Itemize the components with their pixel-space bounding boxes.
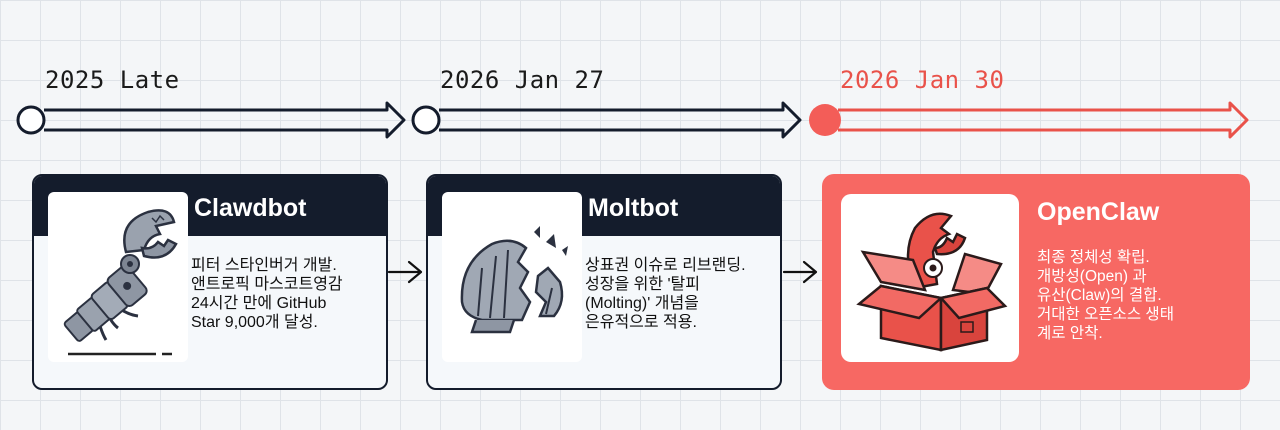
stage-description: 최종 정체성 확립. 개방성(Open) 과 유산(Claw)의 결합. 거대한…: [1037, 249, 1174, 342]
timeline-arrow-3: [838, 101, 1249, 139]
open-box-claw-icon: [841, 194, 1019, 362]
stage-title: Moltbot: [588, 194, 679, 222]
timeline-node-3-active: [809, 104, 841, 136]
robot-claw-icon: [48, 192, 188, 362]
broken-shell-icon: [442, 192, 582, 362]
stage-title: OpenClaw: [1037, 198, 1160, 226]
timeline-arrow-2: [439, 101, 802, 139]
date-label-2025-late: 2025 Late: [45, 66, 180, 94]
timeline-arrow-1: [44, 101, 406, 139]
stage-title: Clawdbot: [194, 194, 307, 222]
stage-card-clawdbot: Clawdbot 피터 스타인버거 개발. 앤트로픽 마스코트영감 24시간 만…: [32, 174, 388, 390]
timeline: [16, 101, 1249, 139]
timeline-node-2: [411, 105, 441, 135]
date-label-2026-jan-30: 2026 Jan 30: [840, 66, 1005, 94]
stage-card-openclaw: OpenClaw 최종 정체성 확립. 개방성(Open) 과 유산(Claw)…: [822, 174, 1250, 390]
date-label-2026-jan-27: 2026 Jan 27: [440, 66, 605, 94]
stage-description: 피터 스타인버거 개발. 앤트로픽 마스코트영감 24시간 만에 GitHub …: [191, 257, 343, 331]
stage-description: 상표권 이슈로 리브랜딩. 성장을 위한 '탈피 (Molting)' 개념을 …: [585, 257, 746, 331]
stage-card-moltbot: Moltbot 상표권 이슈로 리브랜딩. 성장을 위한 '탈피 (Moltin…: [426, 174, 782, 390]
connector-arrow-icon: [782, 260, 818, 284]
connector-arrow-icon: [387, 260, 423, 284]
timeline-node-1: [16, 105, 46, 135]
